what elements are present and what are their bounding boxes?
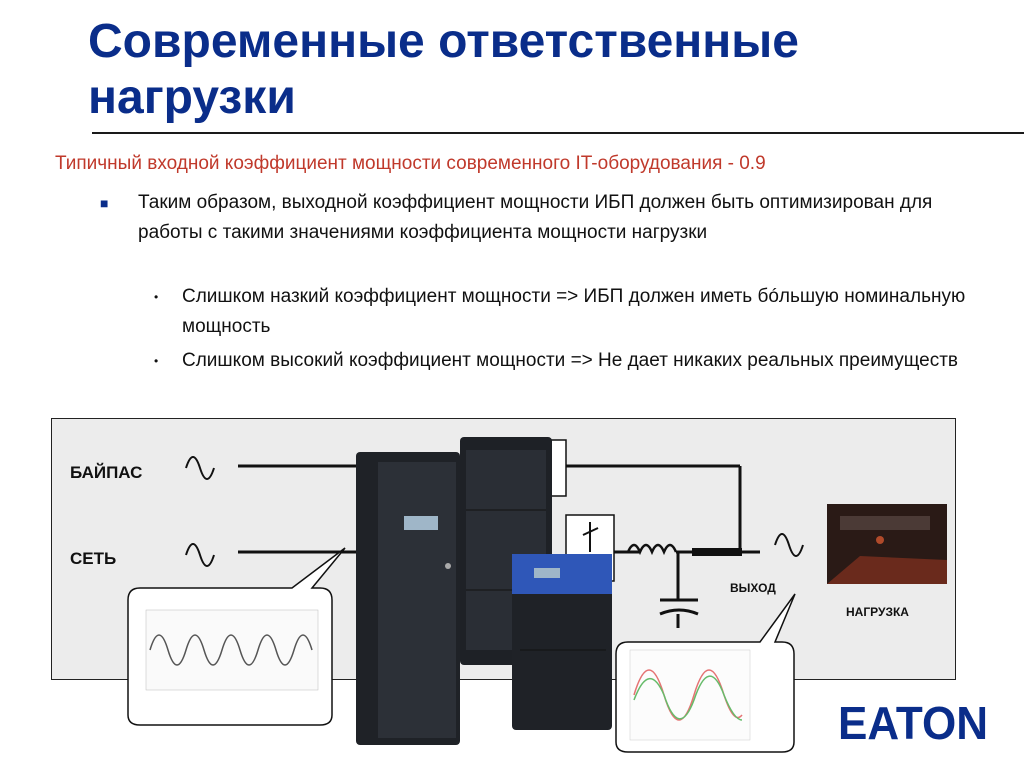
eaton-logo: EATON (838, 697, 988, 745)
bullet-main-text: Таким образом, выходной коэффициент мощн… (138, 192, 933, 243)
bullet-main: ■ Таким образом, выходной коэффициент мо… (100, 188, 980, 248)
bypass-label: БАЙПАС (70, 463, 143, 482)
waveform-chart-icon (615, 593, 796, 753)
eaton-logo-text: EATON (838, 697, 988, 745)
bullet-sub-1-text: Слишком назкий коэффициент мощности => И… (182, 286, 966, 337)
output-label: ВЫХОД (730, 581, 776, 595)
inductor-icon (626, 543, 678, 556)
ac-sine-icon (185, 456, 215, 480)
capacitor-icon (659, 598, 699, 628)
ups-cabinet-icon (512, 554, 612, 730)
subtitle: Типичный входной коэффициент мощности со… (55, 153, 766, 174)
load-room-photo-icon (827, 504, 947, 584)
bullet-sub-1: • Слишком назкий коэффициент мощности =>… (150, 282, 980, 342)
ac-sine-icon (185, 543, 215, 567)
bullet-sub-2: • Слишком высокий коэффициент мощности =… (150, 346, 980, 376)
bullet-dot-icon: • (154, 290, 159, 304)
ac-sine-icon (774, 533, 804, 557)
bullet-sub-2-text: Слишком высокий коэффициент мощности => … (182, 350, 958, 371)
bullet-square-icon: ■ (100, 195, 109, 211)
page-title: Современные ответственные нагрузки (88, 15, 799, 124)
load-label: НАГРУЗКА (846, 605, 909, 619)
bullet-dot-icon: • (154, 354, 159, 368)
ups-cabinet-icon (356, 452, 460, 745)
title-divider (92, 132, 1024, 134)
waveform-chart-icon (127, 547, 346, 726)
mains-label: СЕТЬ (70, 549, 117, 568)
output-segment (692, 548, 742, 556)
